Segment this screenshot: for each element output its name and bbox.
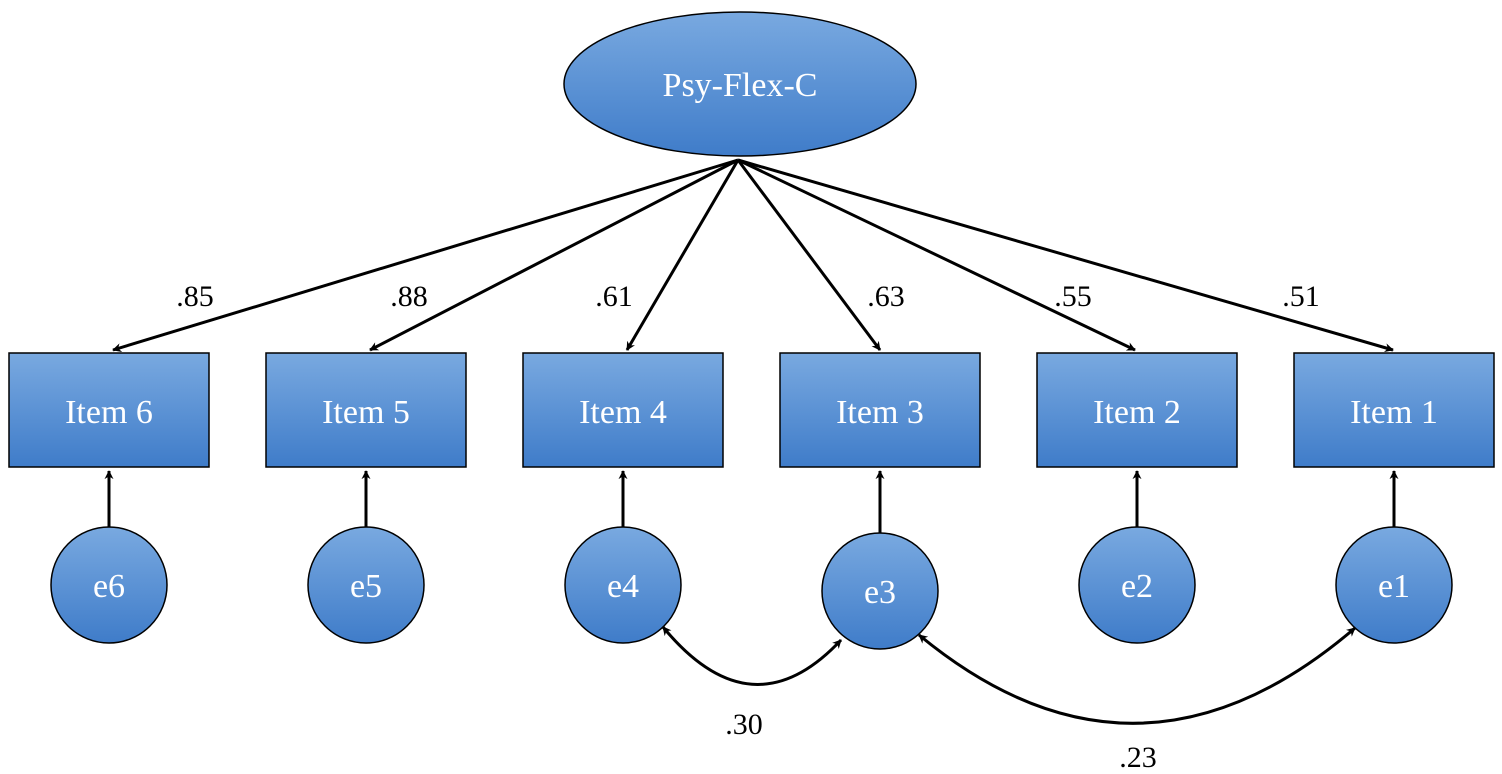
item-2-box [1036, 352, 1238, 468]
error-e4: e4 [564, 526, 682, 644]
item-5-label: Item 5 [322, 394, 410, 431]
loading-path-item-1 [737, 158, 1394, 353]
loading-labels: .85 .88 .61 .63 .55 .51 [176, 280, 1320, 313]
covariance-label-e4-e3: .30 [725, 708, 763, 741]
error-e6-circle [50, 526, 168, 644]
item-1: Item 1 [1293, 352, 1495, 468]
error-e5-label: e5 [350, 568, 382, 605]
latent-label: Psy-Flex-C [663, 67, 818, 104]
item-4: Item 4 [522, 352, 724, 468]
item-5: Item 5 [265, 352, 467, 468]
error-e3-circle [821, 532, 939, 650]
latent-factor: Psy-Flex-C [563, 11, 917, 157]
loading-label-item-6: .85 [176, 280, 214, 313]
loading-paths [112, 158, 1394, 353]
covariance-label-e3-e1: .23 [1119, 741, 1157, 774]
item-2: Item 2 [1036, 352, 1238, 468]
loading-path-item-6 [112, 158, 739, 352]
item-4-box [522, 352, 724, 468]
item-1-box [1293, 352, 1495, 468]
covariance-e4-e3 [661, 626, 843, 686]
error-e4-circle [564, 526, 682, 644]
error-e3: e3 [821, 532, 939, 650]
error-e2-label: e2 [1121, 568, 1153, 605]
covariance-labels: .30 .23 [725, 708, 1157, 774]
error-e5: e5 [307, 526, 425, 644]
item-6-box [8, 352, 210, 468]
loading-label-item-5: .88 [390, 280, 428, 313]
error-e3-label: e3 [864, 574, 896, 611]
item-6: Item 6 [8, 352, 210, 468]
loading-path-item-5 [369, 158, 739, 352]
error-e1-circle [1335, 526, 1453, 644]
latent-ellipse [563, 11, 917, 157]
item-5-box [265, 352, 467, 468]
item-1-label: Item 1 [1350, 394, 1438, 431]
covariance-paths [661, 626, 1356, 725]
error-e2: e2 [1078, 526, 1196, 644]
error-e4-label: e4 [607, 568, 639, 605]
error-e5-circle [307, 526, 425, 644]
loading-path-item-4 [625, 159, 740, 351]
covariance-e3-e1 [918, 626, 1356, 725]
item-6-label: Item 6 [65, 394, 153, 431]
error-terms: e6 e5 e4 e3 e2 e1 [50, 526, 1453, 650]
item-4-label: Item 4 [579, 394, 667, 431]
item-3-label: Item 3 [836, 394, 924, 431]
error-e6-label: e6 [93, 568, 125, 605]
loading-label-item-1: .51 [1282, 280, 1320, 313]
loading-label-item-3: .63 [867, 280, 905, 313]
item-2-label: Item 2 [1093, 394, 1181, 431]
error-e1-label: e1 [1378, 568, 1410, 605]
loading-path-item-2 [737, 158, 1136, 352]
error-e6: e6 [50, 526, 168, 644]
item-3: Item 3 [779, 352, 981, 468]
item-boxes: Item 6 Item 5 Item 4 Item 3 Item 2 Item … [8, 352, 1495, 468]
error-e1: e1 [1335, 526, 1453, 644]
loading-path-item-3 [736, 159, 882, 351]
loading-label-item-2: .55 [1054, 280, 1092, 313]
item-3-box [779, 352, 981, 468]
loading-label-item-4: .61 [595, 280, 633, 313]
error-paths [104, 470, 1399, 533]
